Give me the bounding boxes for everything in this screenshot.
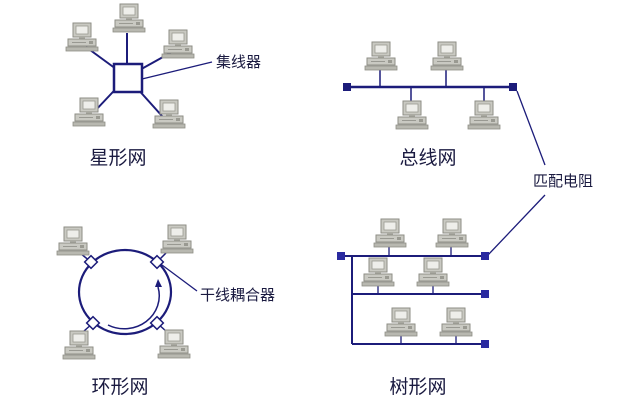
tree-network-title: 树形网 bbox=[389, 376, 446, 398]
ring-computer-top-right bbox=[160, 224, 194, 254]
tree-computer-4 bbox=[416, 257, 450, 287]
tree-terminator-right-1 bbox=[481, 252, 489, 260]
star-computer-top bbox=[112, 3, 146, 33]
ring-computer-bottom-right bbox=[157, 329, 191, 359]
star-computer-left bbox=[65, 22, 99, 52]
bus-terminator-left bbox=[343, 83, 351, 91]
bus-topology bbox=[343, 41, 517, 130]
bus-computer-2 bbox=[430, 41, 464, 71]
tree-computer-1 bbox=[373, 218, 407, 248]
bus-network-title: 总线网 bbox=[399, 147, 456, 169]
tree-computer-6 bbox=[439, 307, 473, 337]
star-network-title: 星形网 bbox=[89, 147, 146, 169]
ring-computer-bottom-left bbox=[62, 330, 96, 360]
bus-computer-3 bbox=[395, 100, 429, 130]
tree-terminator-right-3 bbox=[481, 340, 489, 348]
tree-topology bbox=[337, 218, 489, 348]
star-computer-right bbox=[161, 29, 195, 59]
tree-terminator-right-2 bbox=[481, 290, 489, 298]
bus-terminator-right bbox=[509, 83, 517, 91]
bus-computer-4 bbox=[467, 100, 501, 130]
ring-topology bbox=[56, 224, 198, 360]
hub-label: 集线器 bbox=[216, 53, 261, 71]
coupler-label: 干线耦合器 bbox=[200, 286, 275, 304]
terminator-label: 匹配电阻 bbox=[533, 172, 593, 190]
tree-computer-2 bbox=[435, 218, 469, 248]
star-computer-bottom-left bbox=[72, 97, 106, 127]
ring-computer-top-left bbox=[56, 226, 90, 256]
ring-network-title: 环形网 bbox=[91, 376, 148, 398]
star-computer-bottom-right bbox=[152, 99, 186, 129]
star-topology bbox=[65, 3, 213, 129]
tree-computer-5 bbox=[384, 307, 418, 337]
tree-terminator-left bbox=[337, 252, 345, 260]
tree-computer-3 bbox=[361, 257, 395, 287]
hub-box bbox=[112, 62, 144, 94]
terminator-callout-lines bbox=[487, 90, 546, 256]
bus-computer-1 bbox=[364, 41, 398, 71]
